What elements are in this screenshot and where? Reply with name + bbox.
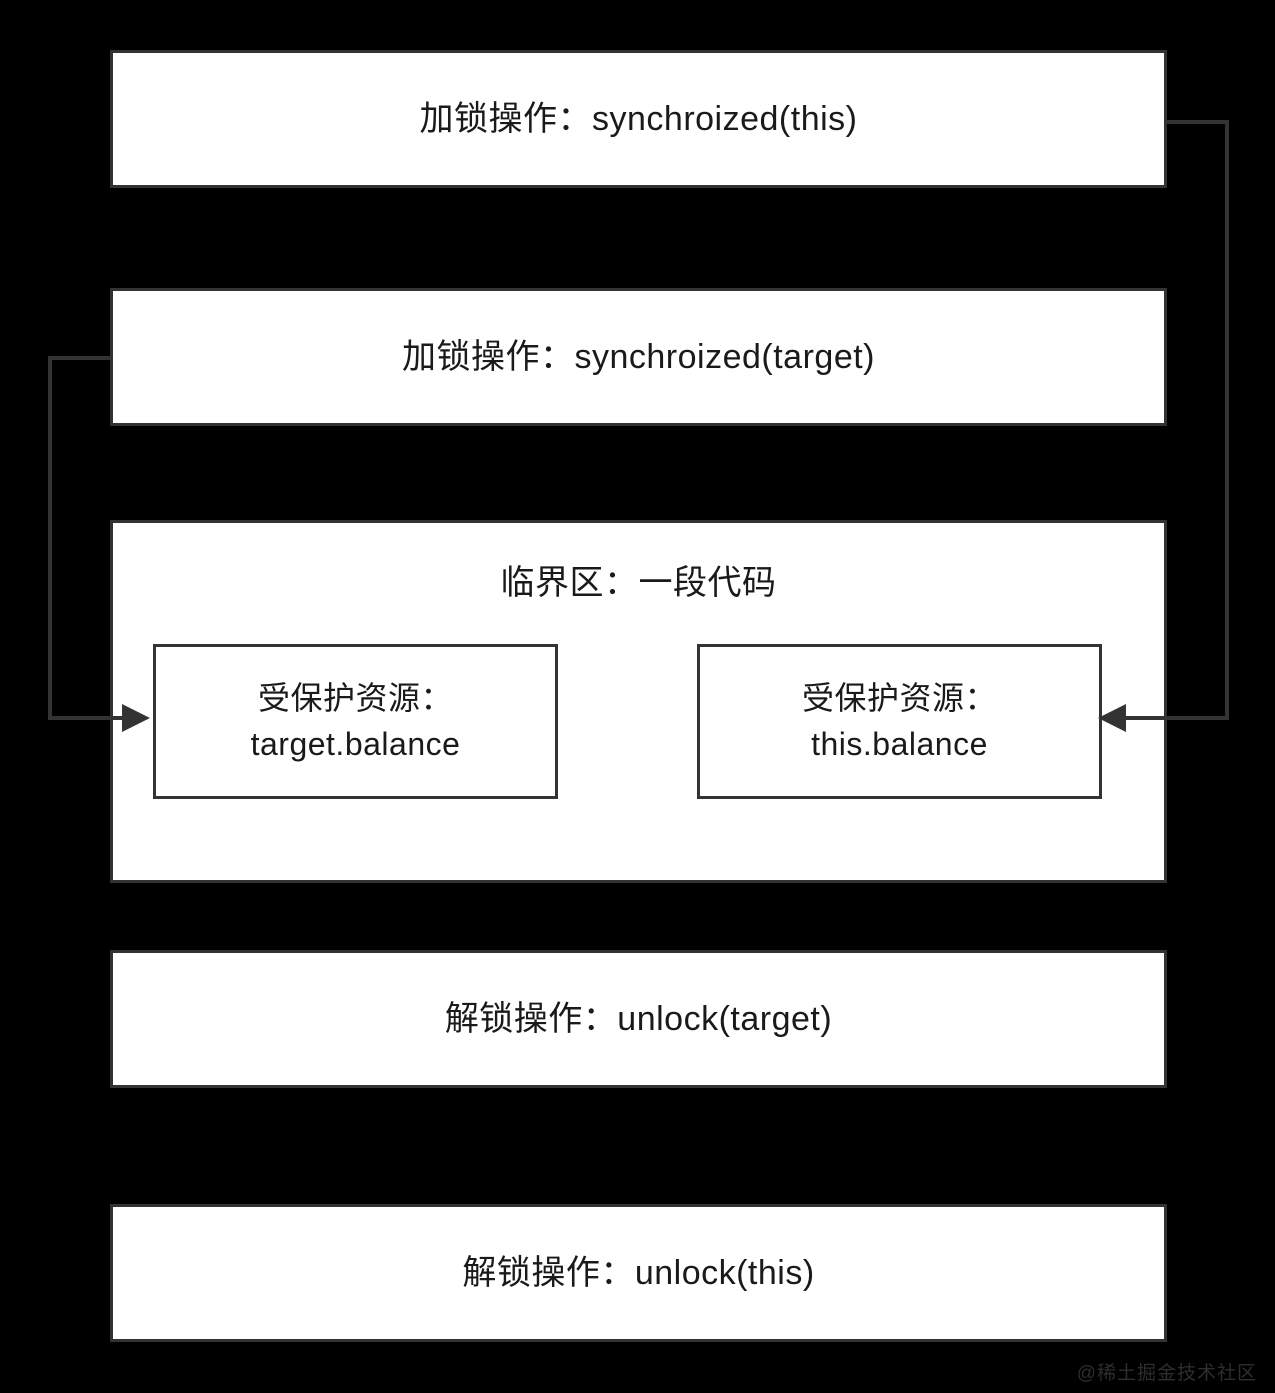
critical-section-title: 临界区：一段代码 [500,564,777,602]
protected-resource-value-this: this.balance [811,725,988,762]
step-label-unlock-this: 解锁操作：unlock(this) [462,1253,815,1292]
step-box-lock-target: 加锁操作：synchroized(target) [110,288,1167,426]
watermark: @稀土掘金技术社区 [1076,1363,1257,1384]
step-label-lock-target: 加锁操作：synchroized(target) [401,337,875,376]
step-box-lock-this: 加锁操作：synchroized(this) [110,50,1167,188]
protected-resource-box-this-balance: 受保护资源： this.balance [697,644,1102,799]
protected-resource-box-target-balance: 受保护资源： target.balance [153,644,558,799]
protected-resource-label-this: 受保护资源： [801,680,997,717]
step-label-unlock-target: 解锁操作：unlock(target) [444,999,833,1038]
step-label-lock-this: 加锁操作：synchroized(this) [419,99,858,138]
critical-section-box: 临界区：一段代码 受保护资源： target.balance 受保护资源： th… [110,520,1167,883]
protected-resource-label-target: 受保护资源： [257,680,453,717]
protected-resource-value-target: target.balance [250,725,461,762]
step-box-unlock-target: 解锁操作：unlock(target) [110,950,1167,1088]
step-box-unlock-this: 解锁操作：unlock(this) [110,1204,1167,1342]
